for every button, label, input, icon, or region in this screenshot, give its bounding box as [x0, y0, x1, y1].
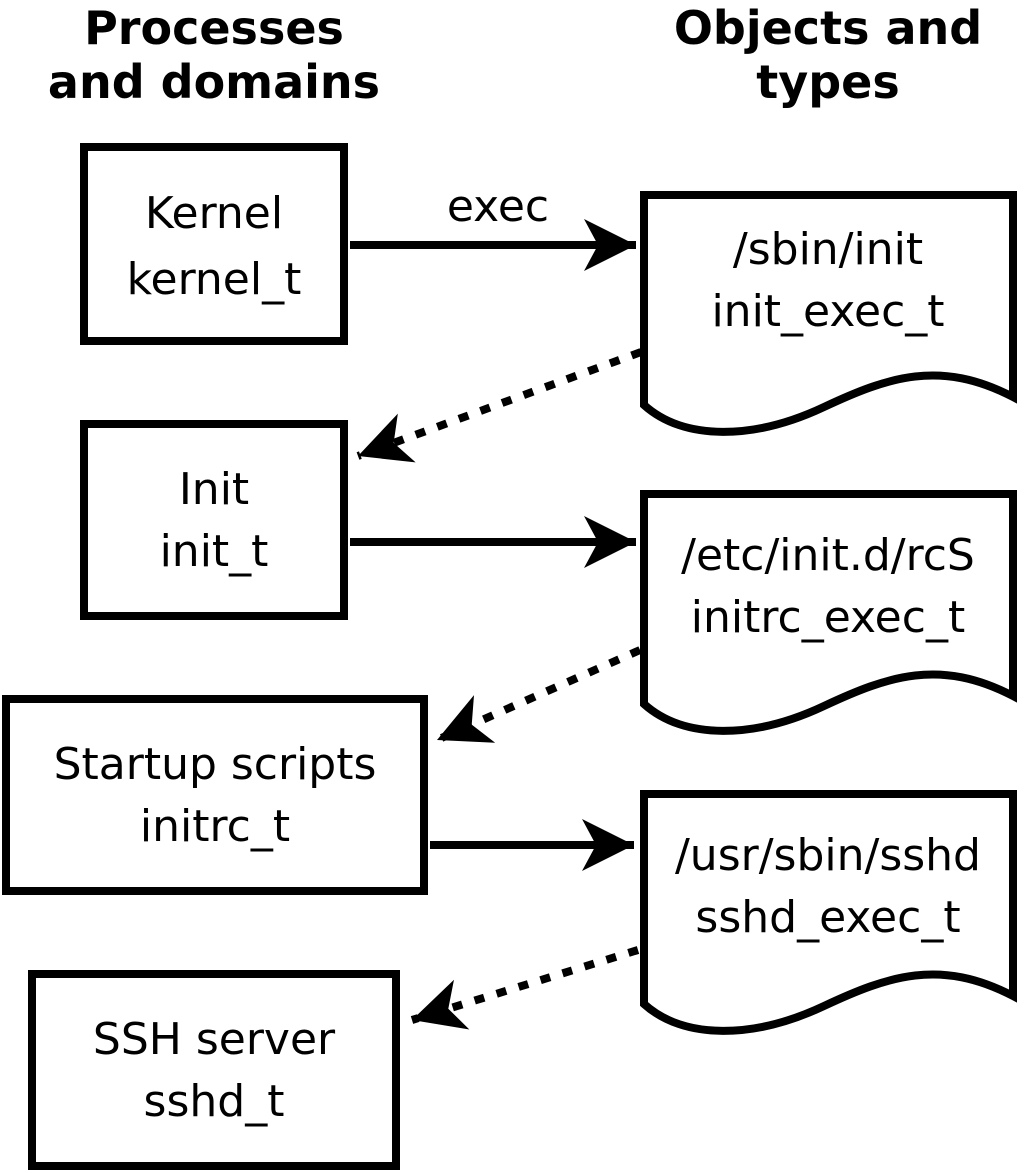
process-node-ssh-server: SSH server sshd_t [28, 970, 400, 1170]
kernel-domain-label: kernel_t [127, 254, 302, 305]
column-title-objects: Objects and types [674, 1, 982, 109]
sbin-init-type-label: init_exec_t [711, 286, 944, 337]
sbin-init-path-label: /sbin/init [733, 224, 923, 275]
ssh-server-name-label: SSH server [93, 1014, 336, 1065]
etc-initd-rcS-document-shape [640, 490, 1017, 735]
sbin-init-document-shape [640, 191, 1017, 436]
usr-sbin-sshd-document-shape [640, 790, 1017, 1035]
transition-arrow-initrc-exec-to-initrc [435, 646, 642, 744]
startup-scripts-domain-label: initrc_t [140, 801, 290, 852]
process-node-kernel: Kernel kernel_t [80, 143, 348, 345]
object-node-etc-initd-rcS: /etc/init.d/rcS initrc_exec_t [640, 490, 1017, 735]
init-box [80, 420, 348, 620]
startup-scripts-name-label: Startup scripts [54, 739, 377, 790]
usr-sbin-sshd-type-label: sshd_exec_t [695, 892, 960, 943]
ssh-server-box [28, 970, 400, 1170]
transition-arrow-sshd-exec-to-sshd [410, 946, 640, 1030]
init-name-label: Init [179, 464, 249, 515]
etc-initd-rcS-path-label: /etc/init.d/rcS [681, 530, 975, 581]
title-objects-line2: types [756, 55, 899, 109]
exec-arrow-label: exec [447, 181, 549, 232]
ssh-server-domain-label: sshd_t [144, 1076, 285, 1127]
kernel-box [80, 143, 348, 345]
startup-scripts-box [2, 695, 428, 895]
object-node-usr-sbin-sshd: /usr/sbin/sshd sshd_exec_t [640, 790, 1017, 1035]
process-node-init: Init init_t [80, 420, 348, 620]
transition-arrow-init-exec-to-init [356, 348, 643, 463]
title-objects-line1: Objects and [674, 1, 982, 55]
process-node-startup-scripts: Startup scripts initrc_t [2, 695, 428, 895]
object-node-sbin-init: /sbin/init init_exec_t [640, 191, 1017, 436]
title-processes-line1: Processes [84, 1, 344, 55]
kernel-name-label: Kernel [145, 188, 283, 239]
column-title-processes: Processes and domains [48, 1, 380, 109]
title-processes-line2: and domains [48, 55, 380, 109]
etc-initd-rcS-type-label: initrc_exec_t [691, 592, 965, 643]
init-domain-label: init_t [160, 526, 269, 577]
usr-sbin-sshd-path-label: /usr/sbin/sshd [675, 830, 981, 881]
